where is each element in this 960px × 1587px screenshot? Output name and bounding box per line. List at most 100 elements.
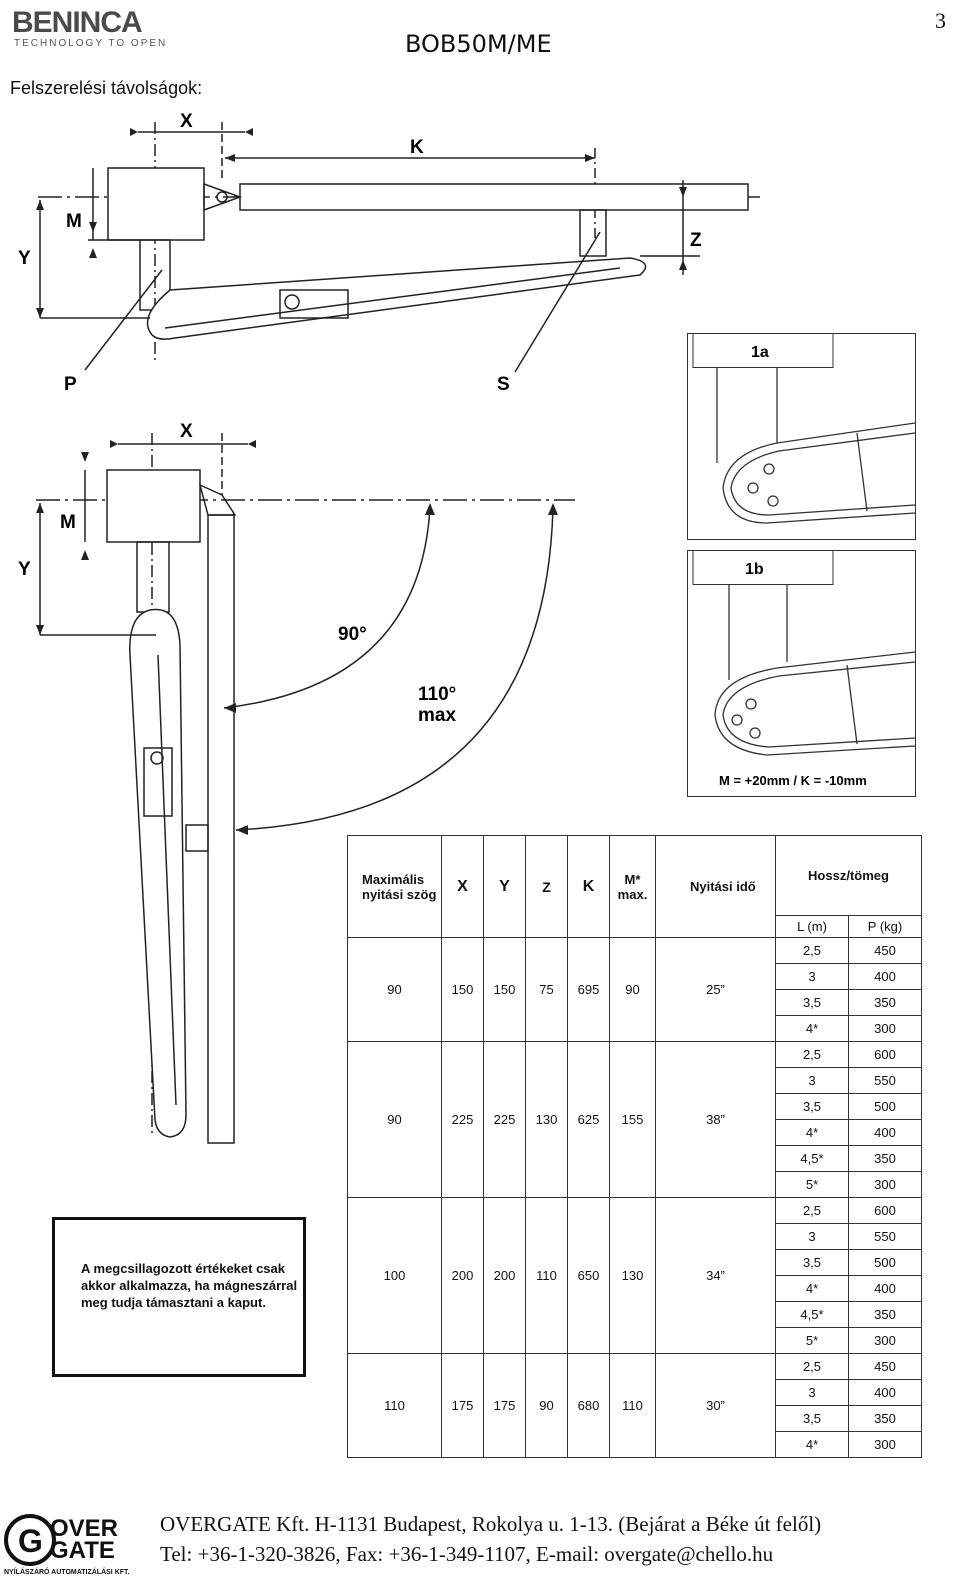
- label-angle-110: 110°: [418, 684, 456, 705]
- cell-weight: 500: [848, 1249, 922, 1276]
- header-k: K: [567, 835, 610, 938]
- cell-angle: 110: [347, 1353, 442, 1458]
- cell-weight: 550: [848, 1223, 922, 1250]
- cell-length: 3: [775, 963, 849, 990]
- cell-length: 5*: [775, 1327, 849, 1354]
- cell-weight: 400: [848, 1275, 922, 1302]
- label-m-side: M: [60, 512, 76, 533]
- cell-weight: 350: [848, 1405, 922, 1432]
- cell-weight: 550: [848, 1067, 922, 1094]
- cell-z: 75: [525, 937, 568, 1042]
- cell-z: 90: [525, 1353, 568, 1458]
- cell-weight: 400: [848, 963, 922, 990]
- section-title: Felszerelési távolságok:: [10, 78, 203, 98]
- cell-z: 110: [525, 1197, 568, 1354]
- logo-over: OVER: [50, 1515, 118, 1542]
- cell-length: 3,5: [775, 1405, 849, 1432]
- top-view-diagram: X K M Y Z P S: [18, 111, 760, 395]
- table-row: 4,5*350: [348, 1301, 922, 1328]
- cell-length: 2,5: [775, 937, 849, 964]
- cell-time: 30”: [655, 1353, 776, 1458]
- cell-k: 695: [567, 937, 610, 1042]
- cell-weight: 350: [848, 989, 922, 1016]
- label-x-side: X: [180, 421, 193, 442]
- header-x: X: [441, 835, 484, 938]
- opening-angle-diagram: X M Y 90° 110° max: [18, 421, 575, 1144]
- cell-length: 3,5: [775, 1249, 849, 1276]
- cell-length: 4,5*: [775, 1145, 849, 1172]
- label-angle-90: 90°: [338, 624, 367, 645]
- cell-length: 4*: [775, 1275, 849, 1302]
- cell-time: 34”: [655, 1197, 776, 1354]
- cell-x: 225: [441, 1041, 484, 1198]
- cell-weight: 450: [848, 1353, 922, 1380]
- cell-weight: 300: [848, 1015, 922, 1042]
- cell-weight: 300: [848, 1327, 922, 1354]
- note-box: A megcsillagozott értékeket csak akkor a…: [52, 1217, 306, 1377]
- footer-contact: Tel: +36-1-320-3826, Fax: +36-1-349-1107…: [160, 1542, 774, 1566]
- page-number: 3: [935, 8, 946, 33]
- cell-x: 200: [441, 1197, 484, 1354]
- cell-angle: 90: [347, 937, 442, 1042]
- label-angle-max: max: [418, 705, 456, 726]
- header-m: M* max.: [609, 835, 656, 938]
- cell-length: 3: [775, 1379, 849, 1406]
- cell-weight: 300: [848, 1171, 922, 1198]
- header-p: P (kg): [848, 915, 922, 938]
- cell-weight: 600: [848, 1197, 922, 1224]
- table-row: 4*300: [348, 1431, 922, 1458]
- cell-k: 650: [567, 1197, 610, 1354]
- cell-y: 175: [483, 1353, 526, 1458]
- label-s: S: [497, 374, 510, 395]
- cell-weight: 400: [848, 1379, 922, 1406]
- cell-y: 150: [483, 937, 526, 1042]
- cell-m: 155: [609, 1041, 656, 1198]
- label-x-top: X: [180, 111, 193, 132]
- cell-angle: 90: [347, 1041, 442, 1198]
- label-p: P: [64, 374, 77, 395]
- spec-table: Maximális nyitási szög X Y Z K M* max. N…: [347, 835, 922, 1458]
- detail-1b-label: 1b: [745, 561, 764, 578]
- cell-y: 225: [483, 1041, 526, 1198]
- cell-angle: 100: [347, 1197, 442, 1354]
- cell-length: 4*: [775, 1015, 849, 1042]
- cell-length: 3: [775, 1223, 849, 1250]
- cell-length: 3,5: [775, 989, 849, 1016]
- label-m-top: M: [66, 211, 82, 232]
- cell-k: 680: [567, 1353, 610, 1458]
- logo-sub: NYÍLÁSZÁRÓ AUTOMATIZÁLÁSI KFT.: [4, 1567, 130, 1576]
- detail-1b-caption: M = +20mm / K = -10mm: [719, 773, 867, 788]
- svg-text:G: G: [18, 1523, 43, 1559]
- cell-time: 25”: [655, 937, 776, 1042]
- label-y-side: Y: [18, 559, 31, 580]
- label-k: K: [410, 137, 424, 158]
- cell-weight: 450: [848, 937, 922, 964]
- cell-length: 4,5*: [775, 1301, 849, 1328]
- detail-1a-label: 1a: [751, 344, 769, 361]
- table-row: 4,5*350: [348, 1145, 922, 1172]
- cell-weight: 400: [848, 1119, 922, 1146]
- detail-1b: 1b M = +20mm / K = -10mm: [687, 550, 916, 797]
- header-l: L (m): [775, 915, 849, 938]
- table-row: 5*300: [348, 1171, 922, 1198]
- footer-address: OVERGATE Kft. H-1131 Budapest, Rokolya u…: [160, 1512, 822, 1536]
- cell-x: 150: [441, 937, 484, 1042]
- cell-weight: 500: [848, 1093, 922, 1120]
- cell-m: 130: [609, 1197, 656, 1354]
- cell-x: 175: [441, 1353, 484, 1458]
- cell-z: 130: [525, 1041, 568, 1198]
- cell-m: 90: [609, 937, 656, 1042]
- logo-tagline: TECHNOLOGY TO OPEN: [14, 38, 168, 49]
- cell-length: 2,5: [775, 1197, 849, 1224]
- label-z: Z: [690, 230, 702, 251]
